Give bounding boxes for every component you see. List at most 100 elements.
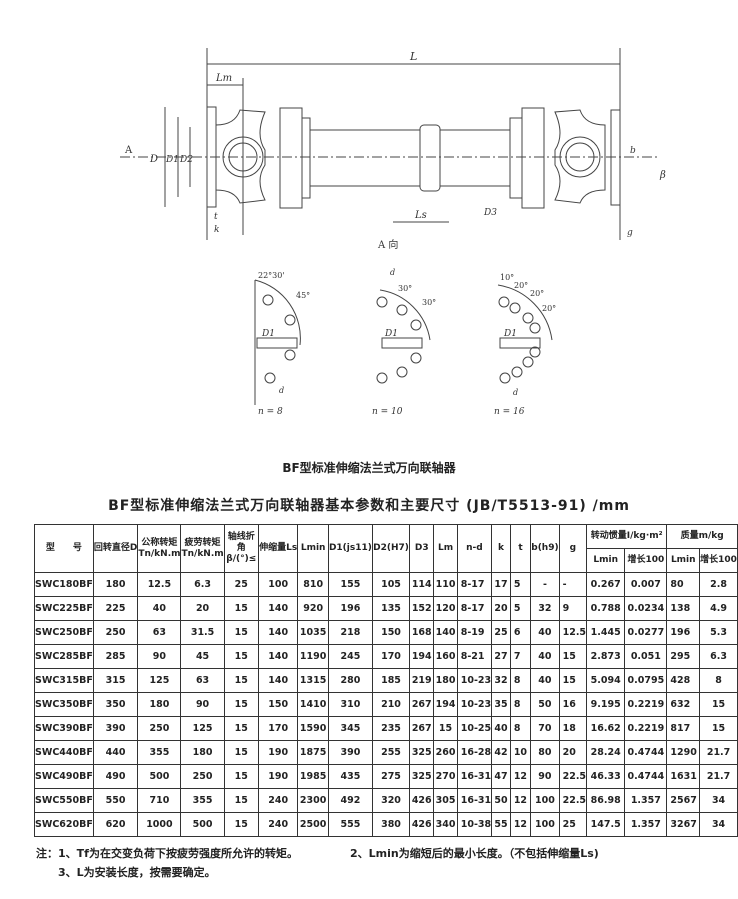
table-cell: 10-23 (456, 692, 493, 717)
coupling-drawing: L Lm A D D1 D2 t k Ls D3 b β g A 向 (120, 48, 666, 417)
bolt-pattern-n10: d 30° 30° D1 n = 10 (372, 268, 436, 417)
table-cell: 320 (371, 788, 411, 813)
table-cell: 1.357 (624, 812, 668, 837)
table-cell: 100 (257, 572, 299, 597)
table-cell: 8 (509, 716, 532, 741)
label-Lm: Lm (215, 73, 232, 84)
table-cell: 0.007 (624, 572, 668, 597)
label-D3: D3 (483, 208, 497, 218)
bolt-pattern-n16: 10° 20° 20° 20° D1 d n = 16 (494, 273, 556, 417)
column-header: 公称转矩Tn/kN.m (137, 524, 182, 573)
table-cell: 250 (92, 620, 139, 645)
table-cell: 267 (409, 692, 435, 717)
table-cell: 150 (371, 620, 411, 645)
table-cell: 5.094 (586, 668, 626, 693)
table-cell: 280 (327, 668, 373, 693)
table-cell: 40 (137, 596, 182, 621)
table-cell: 250 (137, 716, 182, 741)
table-cell: 5 (509, 596, 532, 621)
table-cell: 110 (433, 572, 458, 597)
table-cell: 18 (558, 716, 588, 741)
table-cell: 390 (92, 716, 139, 741)
table-cell: 40 (530, 644, 560, 669)
column-header: g (558, 524, 588, 573)
table-cell: 440 (92, 740, 139, 765)
table-cell: 240 (257, 812, 299, 837)
table-cell: 9.195 (586, 692, 626, 717)
table-cell: 492 (327, 788, 373, 813)
column-header: Lm (433, 524, 458, 573)
table-cell: SWC440BF (34, 740, 94, 765)
table-cell: 15 (699, 692, 738, 717)
label-g: g (627, 228, 633, 238)
table-cell: 270 (433, 764, 458, 789)
table-cell: 180 (433, 668, 458, 693)
table-cell: SWC490BF (34, 764, 94, 789)
table-cell: 196 (327, 596, 373, 621)
label-A: A (124, 145, 133, 156)
table-cell: 20 (558, 740, 588, 765)
svg-text:n = 16: n = 16 (494, 407, 525, 417)
table-cell: 275 (371, 764, 411, 789)
table-cell: 100 (530, 788, 560, 813)
table-cell: 160 (433, 644, 458, 669)
svg-text:d: d (279, 386, 284, 395)
table-cell: 21.7 (699, 740, 738, 765)
svg-text:10°: 10° (500, 273, 514, 282)
table-cell: 12 (509, 764, 532, 789)
table-cell: 135 (371, 596, 411, 621)
table-cell: 140 (433, 620, 458, 645)
table-cell: 6 (509, 620, 532, 645)
table-cell: 28.24 (586, 740, 626, 765)
table-cell: 170 (257, 716, 299, 741)
svg-text:D1: D1 (503, 329, 517, 339)
table-cell: 155 (327, 572, 373, 597)
svg-text:45°: 45° (296, 291, 310, 300)
table-cell: 8-17 (456, 572, 493, 597)
table-cell: 8 (509, 692, 532, 717)
table-cell: 2500 (297, 812, 329, 837)
table-cell: 63 (137, 620, 182, 645)
table-cell: 4.9 (699, 596, 738, 621)
table-cell: 1290 (666, 740, 701, 765)
table-cell: 105 (371, 572, 411, 597)
table-cell: 150 (257, 692, 299, 717)
svg-text:d: d (390, 268, 395, 277)
table-cell: 47 (491, 764, 511, 789)
table-cell: 86.98 (586, 788, 626, 813)
table-cell: 10-25 (456, 716, 493, 741)
table-cell: 0.4744 (624, 764, 668, 789)
svg-text:20°: 20° (514, 281, 528, 290)
svg-text:d: d (513, 388, 518, 397)
table-cell: 0.2219 (624, 692, 668, 717)
table-cell: 219 (409, 668, 435, 693)
table-cell: 32 (530, 596, 560, 621)
column-header: 回转直径D (92, 524, 139, 573)
table-cell: 245 (327, 644, 373, 669)
table-cell: 260 (433, 740, 458, 765)
table-cell: 16.62 (586, 716, 626, 741)
table-cell: 15 (699, 716, 738, 741)
svg-text:20°: 20° (530, 289, 544, 298)
table-cell: 12.5 (137, 572, 182, 597)
table-cell: 8-19 (456, 620, 493, 645)
table-cell: 250 (180, 764, 225, 789)
table-cell: 500 (137, 764, 182, 789)
table-cell: 20 (491, 596, 511, 621)
table-cell: 16 (558, 692, 588, 717)
table-cell: 255 (371, 740, 411, 765)
table-cell: 1410 (297, 692, 329, 717)
table-cell: 435 (327, 764, 373, 789)
table-cell: 1631 (666, 764, 701, 789)
label-D2: D2 (179, 155, 193, 165)
column-header: b(h9) (530, 524, 560, 573)
table-cell: 27 (491, 644, 511, 669)
